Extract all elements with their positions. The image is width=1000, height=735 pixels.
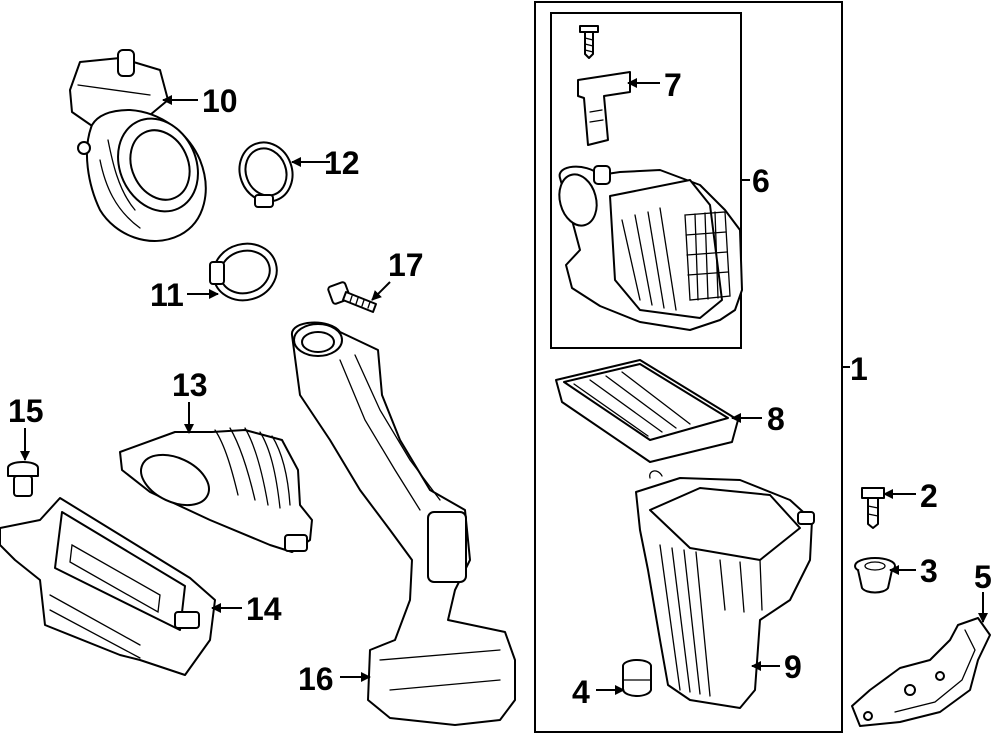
part-8-air-filter [555,359,739,463]
part-7-screw [579,25,599,59]
part-3-grommet [854,557,896,594]
callout-6: 6 [752,163,770,199]
callout-10: 10 [202,83,238,119]
callout-1: 1 [850,351,868,387]
part-13-intake-duct [119,427,313,553]
part-12-clamp [238,141,294,208]
part-15-clip [7,461,39,497]
callout-3: 3 [920,553,938,589]
callout-16: 16 [298,661,334,697]
callout-15: 15 [8,393,44,429]
callout-4: 4 [572,674,590,710]
callout-12: 12 [324,145,360,181]
part-16-intake-tube [291,321,516,726]
callout-17: 17 [388,247,424,283]
callout-9: 9 [784,649,802,685]
part-10-intake-hose [69,49,207,242]
callout-labels: 1 2 3 4 5 6 7 8 9 10 11 12 13 14 15 16 1… [8,67,992,710]
part-14-intake-cover [0,497,216,676]
part-2-bolt [861,487,885,529]
callout-13: 13 [172,367,208,403]
part-17-bolt [327,281,377,313]
callout-7: 7 [664,67,682,103]
leader-arrows [20,78,988,695]
part-5-bracket [851,617,991,727]
part-11-clamp [209,242,278,302]
callout-8: 8 [767,401,785,437]
callout-14: 14 [246,591,282,627]
callout-2: 2 [920,478,938,514]
callout-5: 5 [974,559,992,595]
part-9-lower-case [635,470,815,709]
part-6-upper-case [558,165,743,331]
leader-17 [371,281,391,301]
part-7-sensor [577,71,631,146]
part-4-cushion [622,659,652,697]
callout-11: 11 [150,277,184,313]
